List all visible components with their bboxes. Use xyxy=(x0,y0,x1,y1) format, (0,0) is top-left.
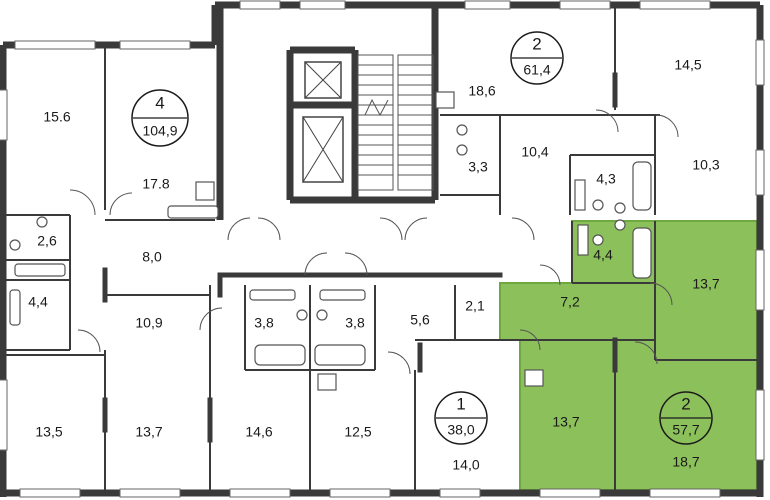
room-area-label: 2,1 xyxy=(465,298,485,314)
room-area-label: 8,0 xyxy=(142,249,162,265)
room-area-label: 17.8 xyxy=(142,176,169,192)
room-area-label: 3,8 xyxy=(254,315,274,331)
interior-walls xyxy=(5,5,757,490)
apartment-badge-4[interactable]: 4 104,9 xyxy=(131,89,189,147)
room-area-label: 18,6 xyxy=(468,83,495,99)
room-area-label: 3,3 xyxy=(468,159,488,175)
elevator-shafts xyxy=(302,61,344,183)
room-area-label: 15.6 xyxy=(43,109,70,125)
apartment-total-area: 38,0 xyxy=(447,422,474,438)
room-area-label: 12,5 xyxy=(344,424,371,440)
apartment-total-area: 61,4 xyxy=(523,62,550,78)
apartment-total-area: 57,7 xyxy=(672,422,699,438)
apartment-badge-2-top[interactable]: 2 61,4 xyxy=(510,31,564,85)
room-area-label: 13,7 xyxy=(552,414,579,430)
room-area-label: 13,7 xyxy=(135,424,162,440)
room-area-label: 13,7 xyxy=(692,276,719,292)
room-area-label: 3,8 xyxy=(345,315,365,331)
room-area-label: 10,9 xyxy=(135,315,162,331)
room-area-label: 10,4 xyxy=(521,144,548,160)
room-area-label: 4,4 xyxy=(593,247,613,263)
room-area-label: 4,3 xyxy=(596,171,616,187)
fixtures xyxy=(9,91,652,391)
staircase xyxy=(357,54,434,191)
apartment-badge-2-selected[interactable]: 2 57,7 xyxy=(659,391,713,445)
room-area-label: 13,5 xyxy=(35,424,62,440)
apartment-rooms-count: 4 xyxy=(155,93,164,112)
room-area-label: 14,0 xyxy=(452,457,479,473)
room-labels: 15.6 17.8 2,6 8,0 4,4 10,9 13,5 13,7 14,… xyxy=(28,57,720,473)
room-area-label: 14,5 xyxy=(674,57,701,73)
room-area-label: 2,6 xyxy=(37,233,57,249)
room-area-label: 7,2 xyxy=(560,294,580,310)
apartment-total-area: 104,9 xyxy=(142,123,177,139)
room-area-label: 14,6 xyxy=(245,424,272,440)
room-area-label: 10,3 xyxy=(692,157,719,173)
apartment-rooms-count: 1 xyxy=(456,394,465,413)
apartment-rooms-count: 2 xyxy=(532,34,541,53)
apartment-rooms-count: 2 xyxy=(681,394,690,413)
room-area-label: 4,4 xyxy=(28,294,48,310)
door-swings xyxy=(69,109,679,375)
room-area-label: 5,6 xyxy=(410,312,430,328)
room-area-label: 18,7 xyxy=(672,454,699,470)
apartment-badge-1[interactable]: 1 38,0 xyxy=(434,391,488,445)
